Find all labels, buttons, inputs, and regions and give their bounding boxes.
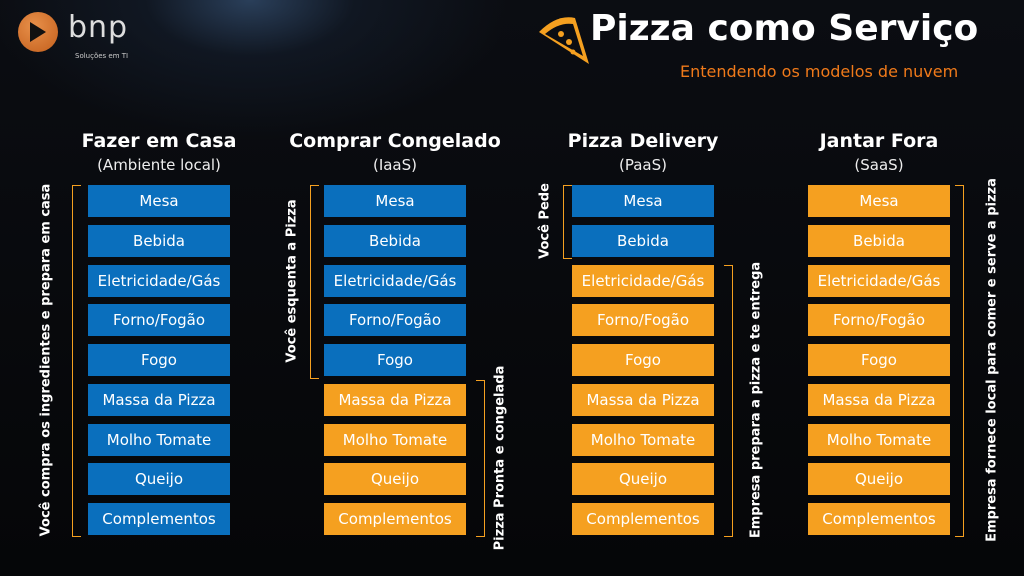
column-subtitle: (Ambiente local) (97, 156, 221, 174)
column-title: Fazer em Casa (81, 130, 237, 152)
bracket-divider (72, 185, 81, 537)
column-title: Jantar Fora (819, 130, 939, 152)
column-subtitle: (SaaS) (854, 156, 904, 174)
responsibility-label: Empresa prepara a pizza e te entrega (748, 261, 764, 539)
layer-box: Complementos (572, 503, 714, 535)
layer-box: Massa da Pizza (572, 384, 714, 416)
brand-name: bnp (68, 10, 129, 45)
layer-box: Molho Tomate (572, 424, 714, 456)
column-title: Pizza Delivery (567, 130, 719, 152)
bracket-divider (476, 380, 485, 537)
bracket-divider (955, 185, 964, 537)
column-title: Comprar Congelado (289, 130, 501, 152)
layer-box: Mesa (88, 185, 230, 217)
page-title: Pizza como Serviço (590, 8, 979, 49)
bracket-divider (563, 185, 572, 259)
layer-box: Massa da Pizza (88, 384, 230, 416)
layer-box: Fogo (808, 344, 950, 376)
layer-box: Bebida (88, 225, 230, 257)
column-subtitle: (IaaS) (372, 156, 418, 174)
layer-box: Queijo (572, 463, 714, 495)
layer-box: Molho Tomate (808, 424, 950, 456)
layer-box: Mesa (572, 185, 714, 217)
layer-box: Mesa (808, 185, 950, 217)
column-subtitle: (PaaS) (619, 156, 667, 174)
responsibility-label: Pizza Pronta e congelada (492, 365, 508, 550)
layer-box: Fogo (88, 344, 230, 376)
layer-box: Forno/Fogão (324, 304, 466, 336)
responsibility-label: Você Pede (537, 183, 553, 259)
play-icon (30, 22, 46, 42)
layer-box: Forno/Fogão (88, 304, 230, 336)
layer-box: Bebida (324, 225, 466, 257)
responsibility-label: Você esquenta a Pizza (284, 199, 300, 363)
layer-box: Complementos (808, 503, 950, 535)
layer-box: Complementos (324, 503, 466, 535)
layer-box: Fogo (324, 344, 466, 376)
layer-box: Fogo (572, 344, 714, 376)
bracket-divider (310, 185, 319, 379)
layer-box: Bebida (808, 225, 950, 257)
layer-box: Mesa (324, 185, 466, 217)
brand-tagline: Soluções em TI (75, 52, 129, 60)
layer-box: Molho Tomate (324, 424, 466, 456)
page-subtitle: Entendendo os modelos de nuvem (680, 62, 959, 81)
layer-box: Queijo (808, 463, 950, 495)
layer-box: Queijo (324, 463, 466, 495)
layer-box: Eletricidade/Gás (324, 265, 466, 297)
layer-box: Forno/Fogão (808, 304, 950, 336)
layer-box: Bebida (572, 225, 714, 257)
responsibility-label: Você compra os ingredientes e prepara em… (38, 183, 54, 537)
layer-box: Eletricidade/Gás (808, 265, 950, 297)
pizza-slice-icon (539, 17, 589, 64)
layer-box: Complementos (88, 503, 230, 535)
responsibility-label: Empresa fornece local para comer e serve… (984, 178, 1000, 542)
layer-box: Queijo (88, 463, 230, 495)
bracket-divider (724, 265, 733, 537)
layer-box: Eletricidade/Gás (572, 265, 714, 297)
layer-box: Massa da Pizza (808, 384, 950, 416)
layer-box: Molho Tomate (88, 424, 230, 456)
layer-box: Forno/Fogão (572, 304, 714, 336)
layer-box: Massa da Pizza (324, 384, 466, 416)
layer-box: Eletricidade/Gás (88, 265, 230, 297)
